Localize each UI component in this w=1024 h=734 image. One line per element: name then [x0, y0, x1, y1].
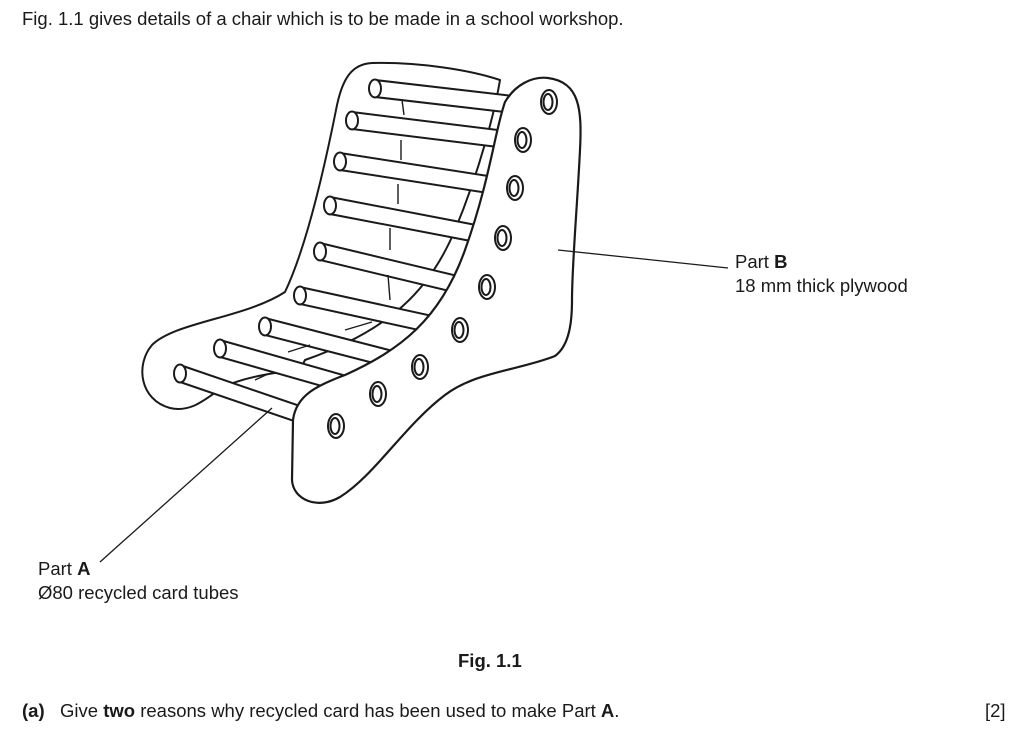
tube-holes: [327, 89, 558, 439]
hole: [327, 413, 345, 439]
hole: [451, 317, 469, 343]
figure-caption: Fig. 1.1: [458, 650, 522, 671]
hole: [506, 175, 524, 201]
part-a-detail: Ø80 recycled card tubes: [38, 582, 239, 603]
leader-line-part-b: [557, 249, 729, 269]
hole: [494, 225, 512, 251]
question-number: (a): [22, 700, 45, 721]
question-bold-word: two: [103, 700, 136, 721]
question-text-2: reasons why recycled card has been used …: [135, 700, 601, 721]
hole: [478, 274, 496, 300]
part-b-detail: 18 mm thick plywood: [735, 275, 908, 296]
part-a-prefix: Part: [38, 558, 78, 579]
hole: [369, 381, 387, 407]
part-a-letter: A: [77, 558, 91, 579]
leader-line-part-a: [99, 407, 273, 563]
question-a: (a) Give two reasons why recycled card h…: [22, 700, 619, 722]
question-bold-letter: A: [600, 700, 615, 721]
hole: [540, 89, 558, 115]
part-b-label: Part B 18 mm thick plywood: [735, 250, 908, 298]
hole: [514, 127, 532, 153]
question-text-3: .: [614, 700, 620, 721]
part-b-letter: B: [774, 251, 788, 272]
hole: [411, 354, 429, 380]
tube: [333, 151, 515, 199]
question-text-1: Give: [60, 700, 104, 721]
marks: [2]: [985, 700, 1006, 721]
intro-text: Fig. 1.1 gives details of a chair which …: [22, 8, 624, 29]
part-b-prefix: Part: [735, 251, 775, 272]
part-a-label: Part A Ø80 recycled card tubes: [38, 557, 239, 605]
